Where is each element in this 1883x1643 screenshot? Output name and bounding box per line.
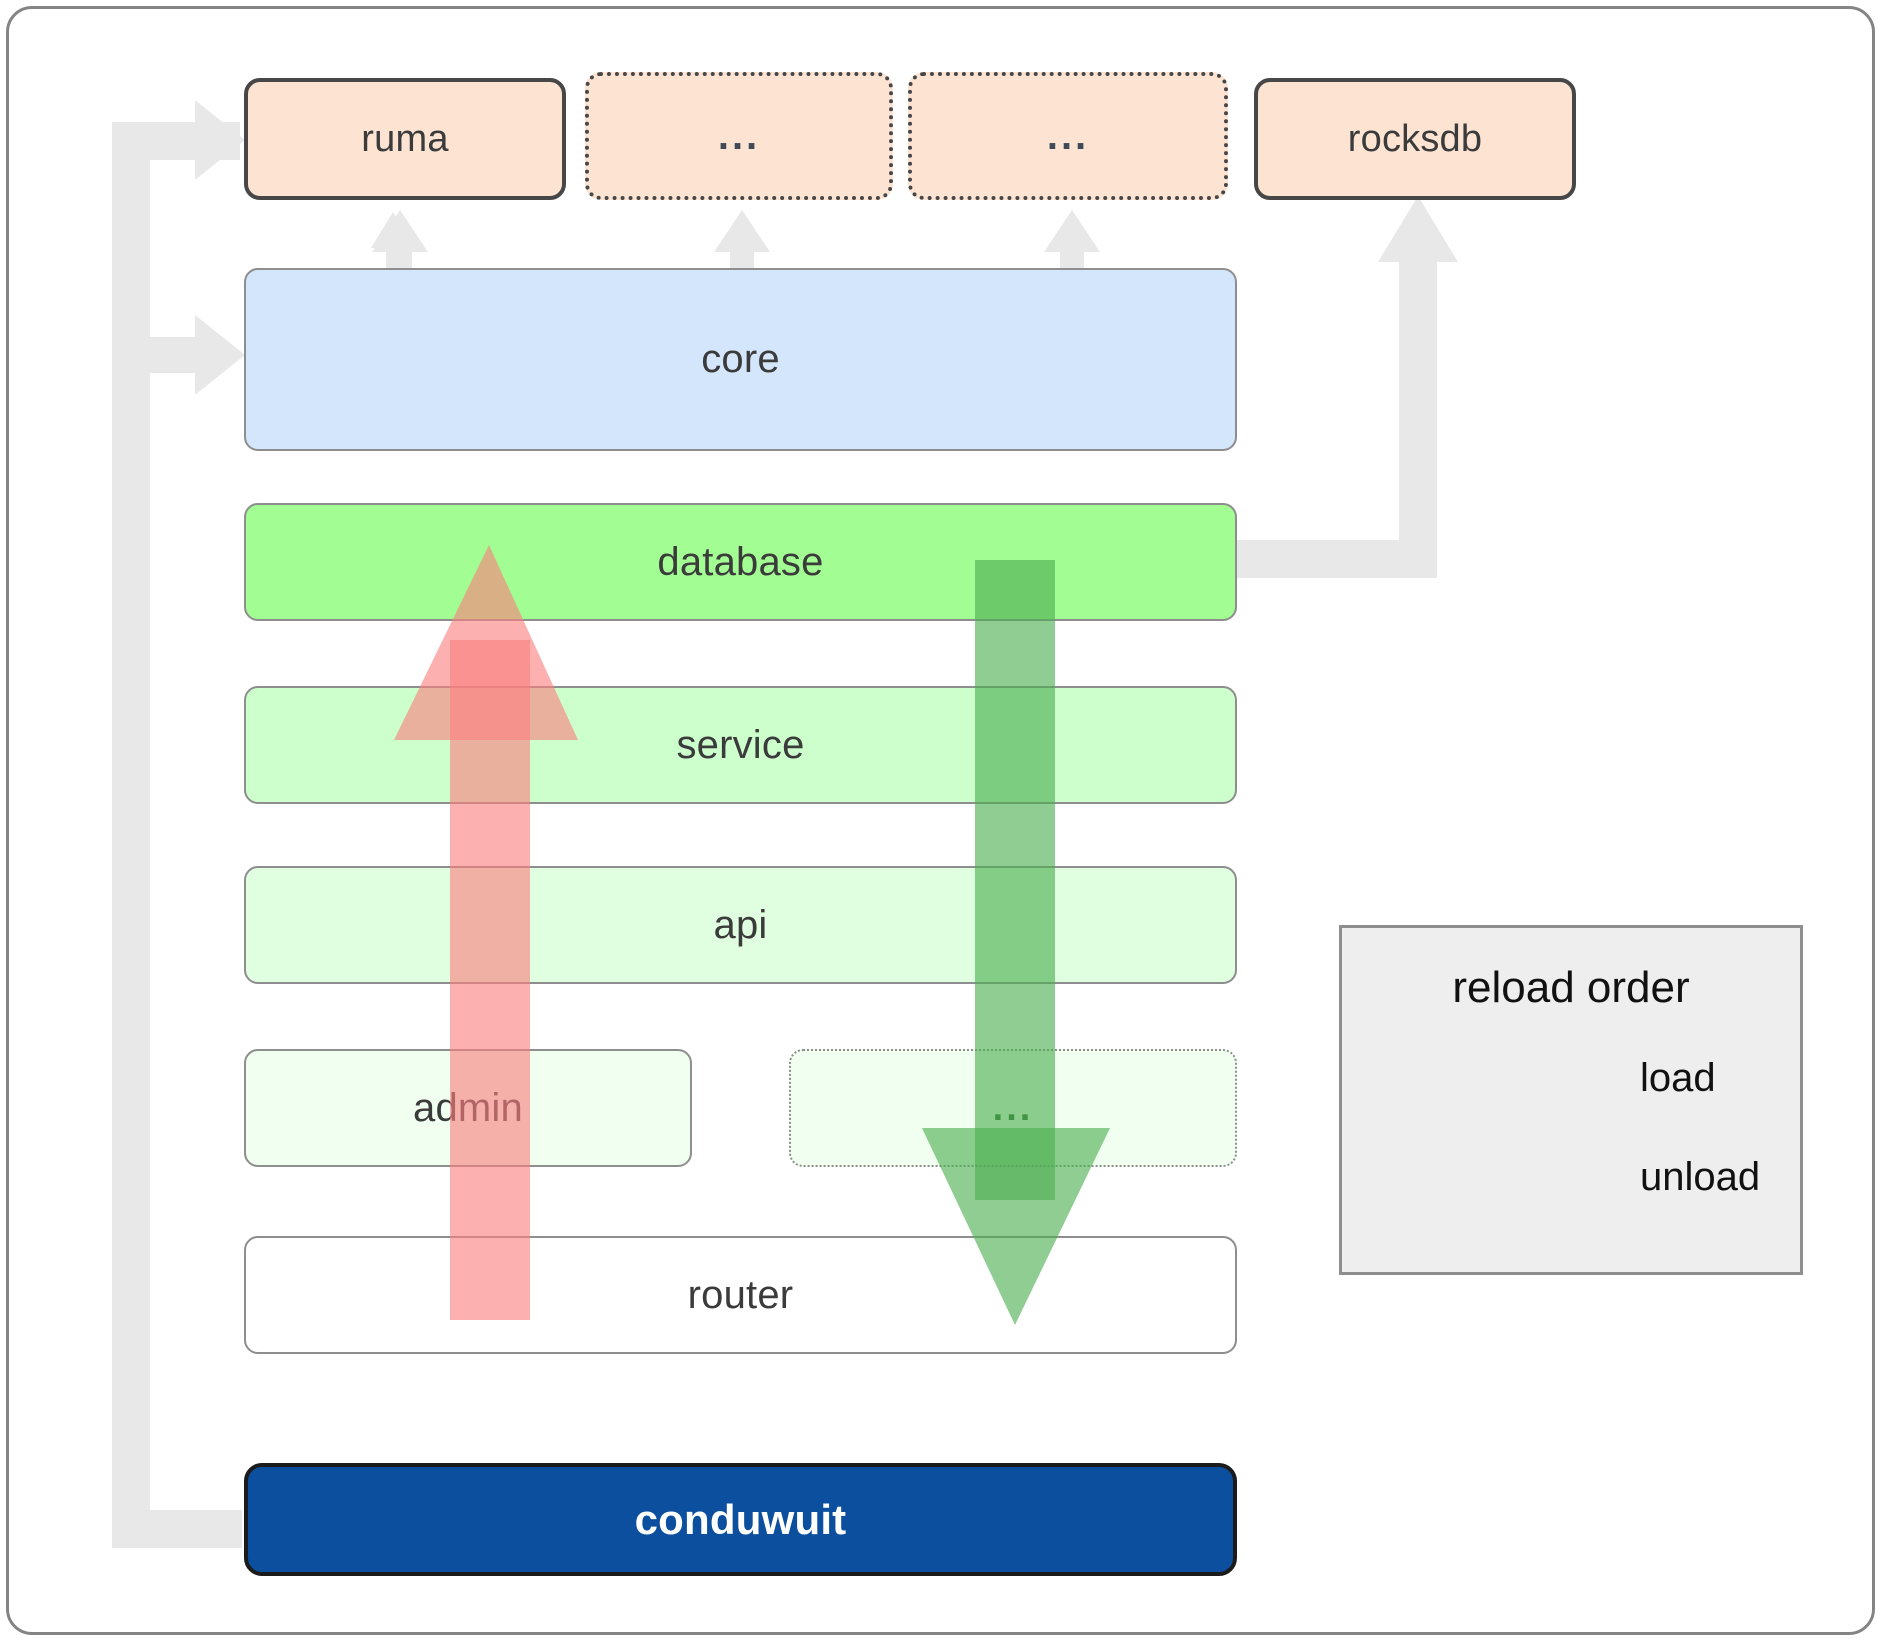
layer-node-database[interactable]: database xyxy=(244,503,1237,621)
diagram-frame xyxy=(6,6,1875,1635)
layer-label-router: router xyxy=(687,1272,794,1317)
layer-node-service[interactable]: service xyxy=(244,686,1237,804)
layer-label-api: api xyxy=(713,902,768,947)
dep-label-ellipsis-2: ... xyxy=(1046,114,1090,158)
dep-label-ellipsis-1: ... xyxy=(717,114,761,158)
layer-label-database: database xyxy=(657,539,824,584)
app-node-conduwuit[interactable]: conduwuit xyxy=(244,1463,1237,1576)
layer-node-ellipsis[interactable]: ... xyxy=(789,1049,1237,1167)
layer-node-core[interactable]: core xyxy=(244,268,1237,451)
legend-title: reload order xyxy=(1452,963,1690,1012)
dep-label-ruma: ruma xyxy=(361,117,449,160)
layer-label-core: core xyxy=(701,337,780,381)
legend-label-load: load xyxy=(1640,1056,1716,1100)
dep-label-rocksdb: rocksdb xyxy=(1347,117,1483,160)
dep-node-ruma[interactable]: ruma xyxy=(244,78,566,200)
dep-node-rocksdb[interactable]: rocksdb xyxy=(1254,78,1576,200)
legend-label-unload: unload xyxy=(1640,1155,1761,1199)
dep-node-ellipsis-1[interactable]: ... xyxy=(585,72,893,200)
layer-label-admin: admin xyxy=(413,1085,523,1130)
app-label-conduwuit: conduwuit xyxy=(634,1495,847,1543)
layer-label-ellipsis: ... xyxy=(992,1086,1034,1129)
dep-node-ellipsis-2[interactable]: ... xyxy=(908,72,1228,200)
layer-node-admin[interactable]: admin xyxy=(244,1049,692,1167)
layer-node-router[interactable]: router xyxy=(244,1236,1237,1354)
layer-node-api[interactable]: api xyxy=(244,866,1237,984)
layer-label-service: service xyxy=(676,722,805,767)
